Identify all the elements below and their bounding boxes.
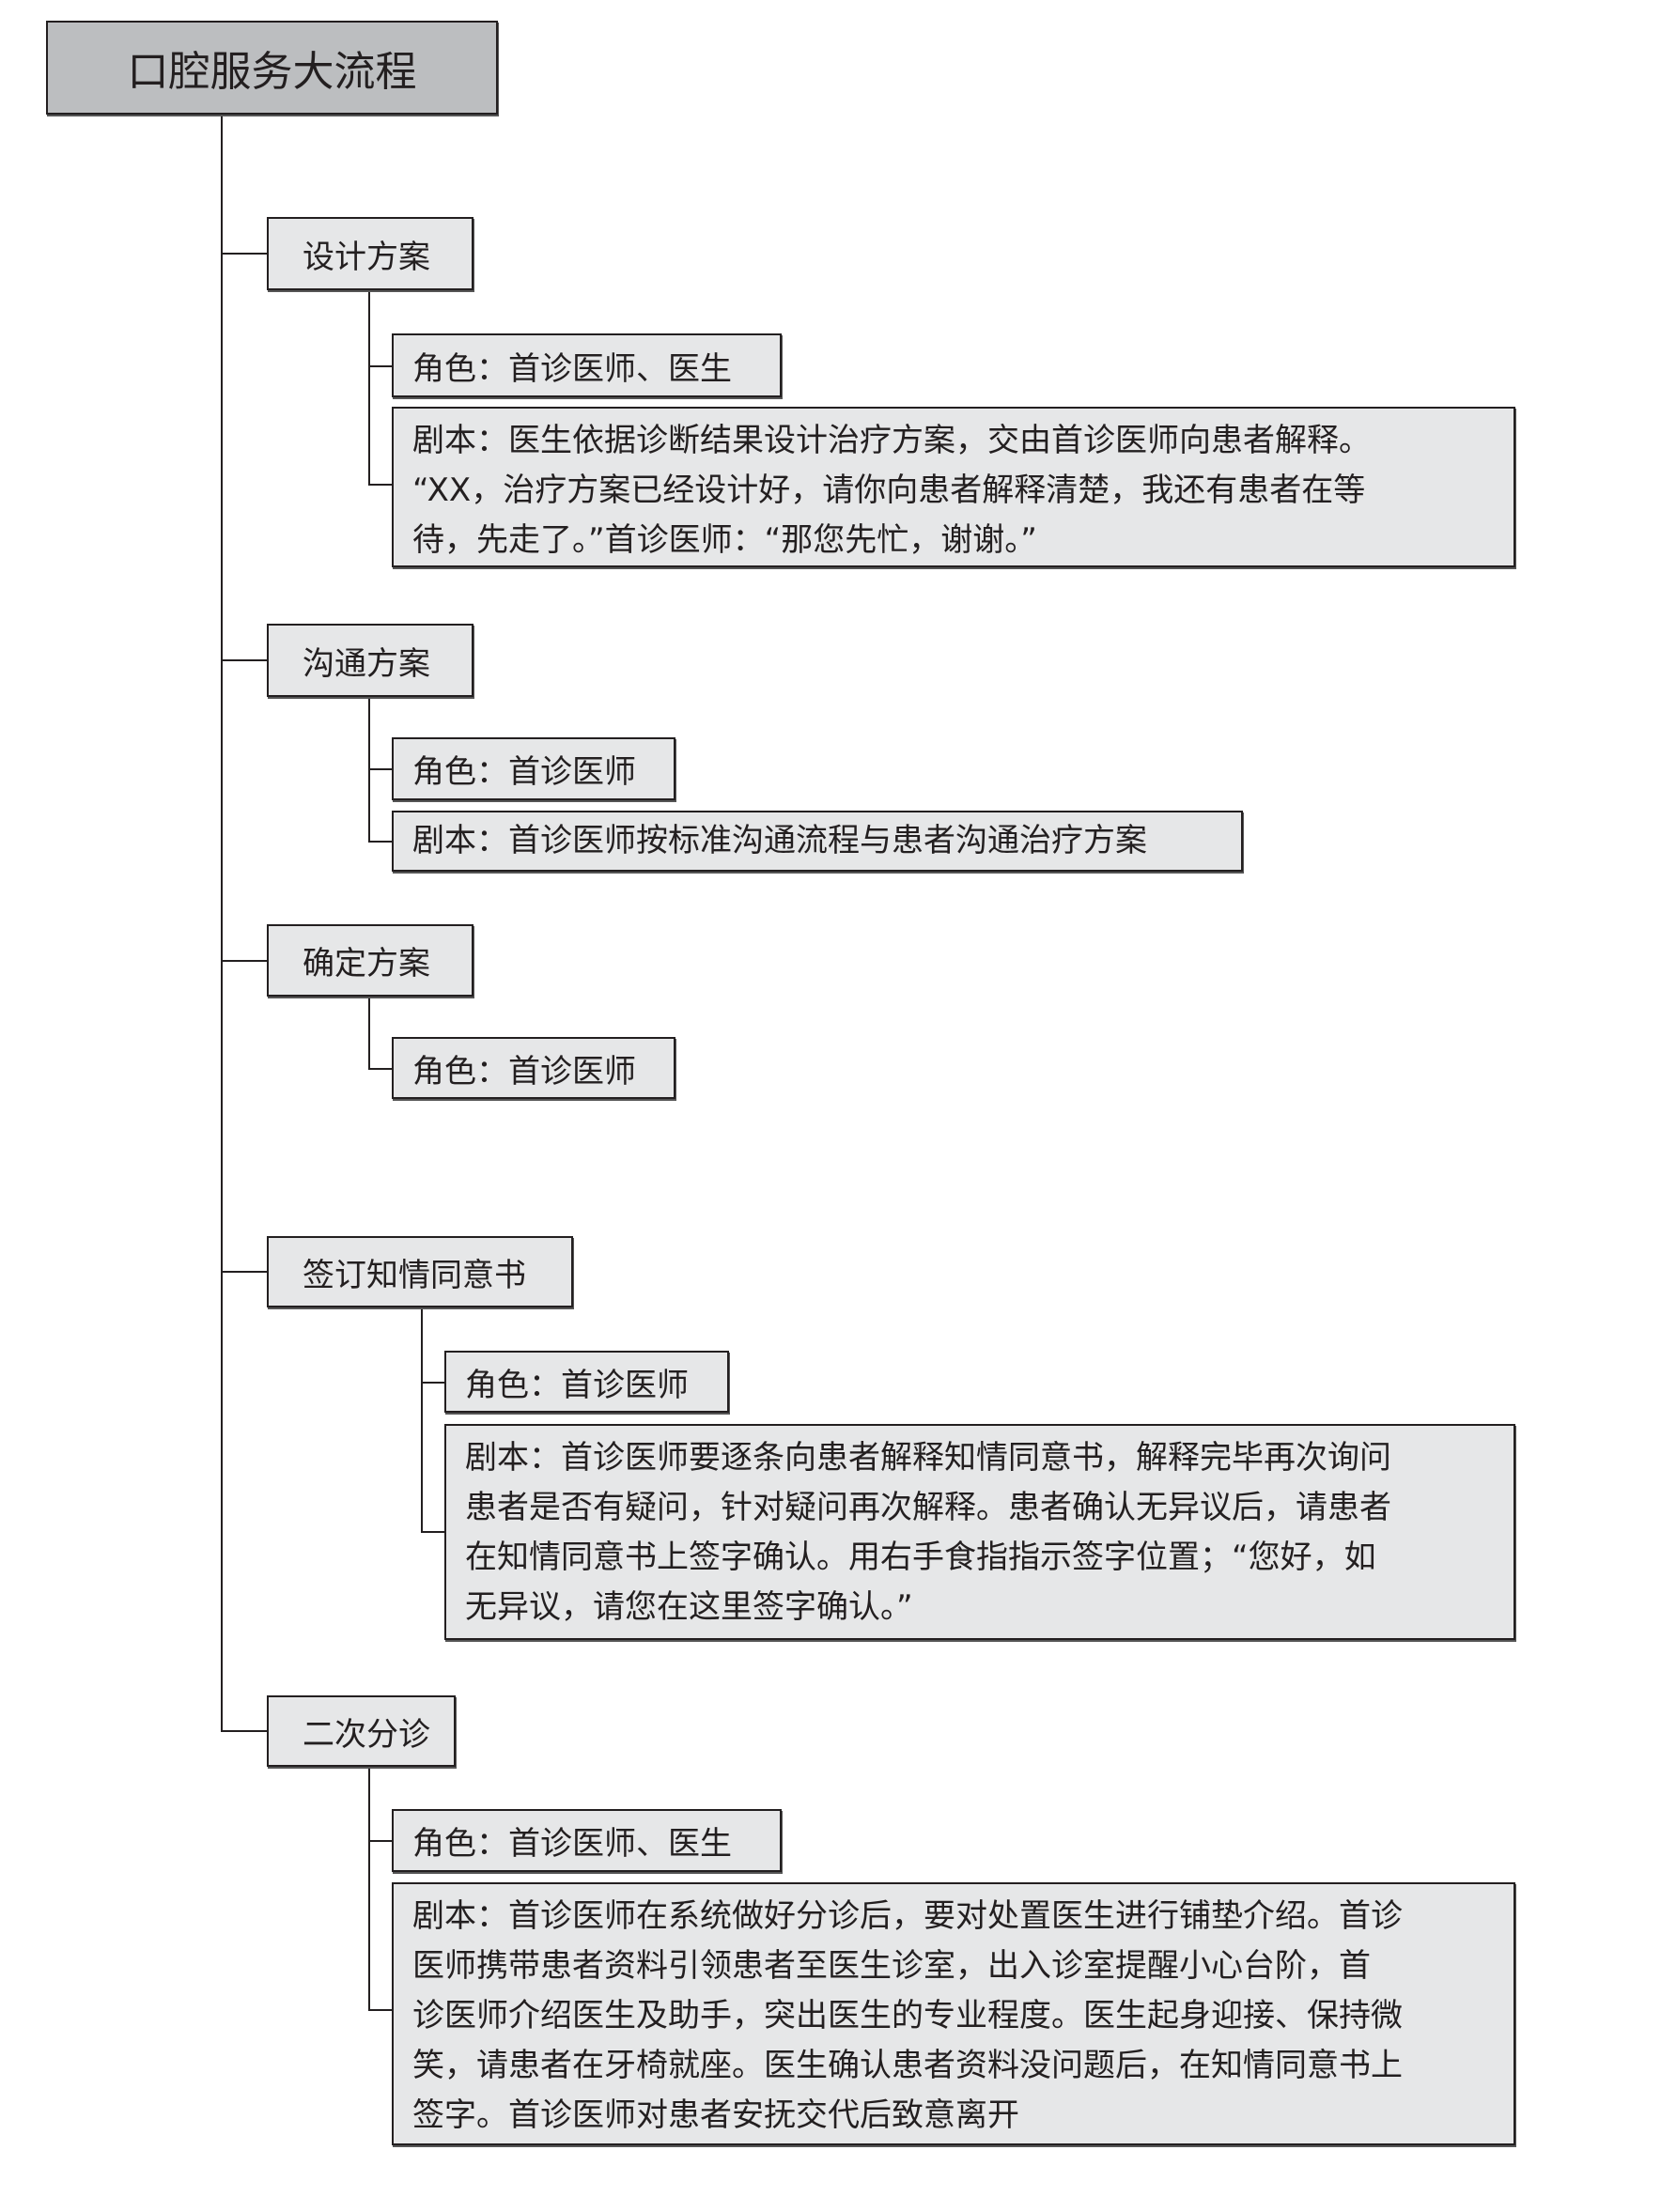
connector: [368, 768, 393, 770]
branch-line: [421, 1307, 423, 1533]
script-box: 剧本：首诊医师按标准沟通流程与患者沟通治疗方案: [392, 811, 1243, 872]
branch-line: [368, 290, 370, 486]
connector: [221, 960, 268, 962]
script-line: “XX，治疗方案已经设计好，请你向患者解释清楚，我还有患者在等: [412, 472, 1366, 509]
root-title: 口腔服务大流程: [46, 21, 498, 115]
script-box: 剧本：医生依据诊断结果设计治疗方案，交由首诊医师向患者解释。 “XX，治疗方案已…: [392, 407, 1515, 567]
branch-line: [368, 1767, 370, 2011]
connector: [368, 484, 393, 486]
role-box: 角色：首诊医师、医生: [392, 333, 782, 397]
script-line: 剧本：首诊医师在系统做好分诊后，要对处置医生进行铺垫介绍。首诊: [412, 1897, 1403, 1935]
connector: [368, 1068, 393, 1070]
script-line: 剧本：首诊医师按标准沟通流程与患者沟通治疗方案: [412, 822, 1147, 859]
connector: [221, 253, 268, 255]
section-design-plan: 设计方案: [267, 217, 473, 290]
role-box: 角色：首诊医师: [444, 1351, 729, 1413]
branch-line: [368, 997, 370, 1070]
section-second-triage: 二次分诊: [267, 1695, 456, 1767]
role-box: 角色：首诊医师、医生: [392, 1809, 782, 1872]
script-line: 在知情同意书上签字确认。用右手食指指示签字位置；“您好，如: [465, 1539, 1376, 1576]
script-line: 诊医师介绍医生及助手，突出医生的专业程度。医生起身迎接、保持微: [412, 1997, 1403, 2034]
connector: [221, 1271, 268, 1273]
script-line: 待，先走了。”首诊医师：“那您先忙，谢谢。”: [412, 521, 1037, 559]
connector: [221, 1730, 268, 1732]
connector: [368, 1840, 393, 1842]
section-communicate-plan: 沟通方案: [267, 624, 473, 697]
script-box: 剧本：首诊医师在系统做好分诊后，要对处置医生进行铺垫介绍。首诊 医师携带患者资料…: [392, 1882, 1515, 2145]
connector: [221, 659, 268, 661]
connector: [421, 1382, 445, 1384]
connector: [368, 841, 393, 843]
script-line: 剧本：首诊医师要逐条向患者解释知情同意书，解释完毕再次询问: [465, 1439, 1391, 1477]
script-line: 签字。首诊医师对患者安抚交代后致意离开: [412, 2096, 1019, 2134]
script-box: 剧本：首诊医师要逐条向患者解释知情同意书，解释完毕再次询问 患者是否有疑问，针对…: [444, 1424, 1515, 1640]
section-sign-consent: 签订知情同意书: [267, 1236, 573, 1307]
script-line: 患者是否有疑问，针对疑问再次解释。患者确认无异议后，请患者: [465, 1489, 1391, 1526]
connector: [421, 1531, 445, 1533]
main-trunk-line: [221, 115, 223, 1732]
script-line: 医师携带患者资料引领患者至医生诊室，出入诊室提醒小心台阶，首: [412, 1947, 1371, 1985]
script-line: 剧本：医生依据诊断结果设计治疗方案，交由首诊医师向患者解释。: [412, 422, 1371, 459]
connector: [368, 2009, 393, 2011]
connector: [368, 365, 393, 367]
role-box: 角色：首诊医师: [392, 737, 675, 800]
script-line: 无异议，请您在这里签字确认。”: [465, 1588, 913, 1626]
section-confirm-plan: 确定方案: [267, 924, 473, 997]
script-line: 笑，请患者在牙椅就座。医生确认患者资料没问题后，在知情同意书上: [412, 2047, 1403, 2084]
role-box: 角色：首诊医师: [392, 1037, 675, 1099]
